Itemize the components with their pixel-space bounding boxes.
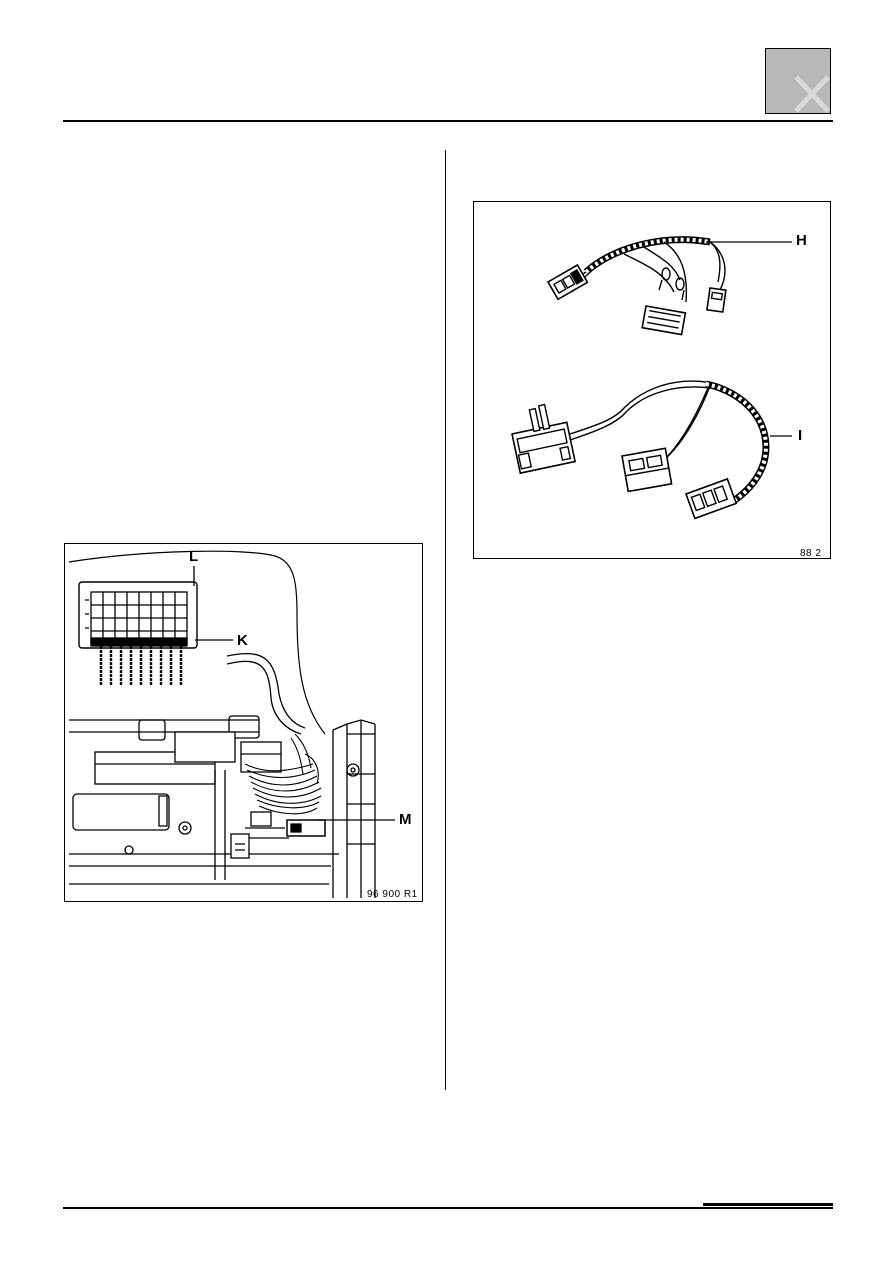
footer-rule [63, 1207, 833, 1209]
column-divider [445, 150, 446, 1090]
callout-m: M [399, 811, 412, 828]
cross-watermark-icon [794, 75, 830, 113]
harness-illustration [511, 236, 792, 520]
callout-i: I [798, 427, 803, 444]
seat-illustration [68, 550, 395, 898]
figure-ref-harness: 88 2 [800, 548, 822, 559]
seat-figure: L K M 96 900 R1 [64, 543, 423, 902]
figure-ref-seat: 96 900 R1 [367, 889, 418, 900]
callout-k: K [237, 632, 248, 649]
footer-rule-accent [703, 1203, 833, 1206]
header-rule [63, 120, 833, 122]
harness-figure: H I 88 2 [473, 201, 831, 559]
callout-h: H [796, 232, 807, 249]
callout-l: L [189, 548, 199, 565]
section-tab-box [765, 48, 831, 114]
